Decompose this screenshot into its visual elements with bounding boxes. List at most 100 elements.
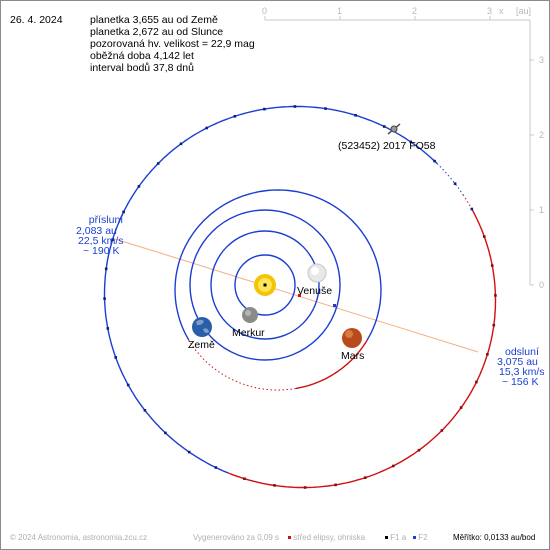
interval-mark [417,448,421,452]
interval-mark [470,207,474,211]
legend-f2: F2 [413,533,428,542]
interval-mark [205,126,208,130]
legend-f1: F1 a [385,533,406,542]
legend-center-label: střed elipsy, ohniska [293,533,366,542]
info-interval: interval bodů 37,8 dnů [90,62,194,74]
mars-label: Mars [341,350,365,362]
interval-mark [122,210,125,214]
focus-f2-marker [333,304,336,307]
interval-mark [392,464,395,468]
info-distance-earth: planetka 3,655 au od Země [90,14,218,26]
interval-mark [273,484,276,487]
interval-mark [409,140,413,144]
interval-mark [475,380,478,384]
info-distance-sun: planetka 2,672 au od Slunce [90,26,224,38]
info-magnitude: pozorovaná hv. velikost = 22,9 mag [90,38,255,50]
mars-orbit-lower [295,339,368,390]
aphelion-speed: 15,3 km/s [499,366,545,378]
x-tick-label-0: 0 [262,6,268,16]
interval-mark [106,327,110,330]
interval-mark [243,477,246,480]
interval-mark [354,114,357,117]
aphelion-distance: 3,075 au [497,356,538,368]
interval-mark [324,107,327,110]
date-label: 26. 4. 2024 [10,14,63,26]
venus-label: Venuše [297,285,333,297]
mercury-icon [242,307,258,323]
legend-f1-label: F1 a [390,533,407,542]
interval-mark [486,353,489,356]
interval-mark [382,125,386,128]
perihelion-speed: 22,5 km/s [78,235,124,247]
legend-center: střed elipsy, ohniska [288,533,365,542]
earth-icon [192,317,212,337]
y-tick-label-0: 0 [539,280,545,290]
mars-icon [342,328,362,348]
x-tick-label-3: 3 [487,6,493,16]
interval-mark [114,356,117,359]
aphelion-title: odsluní [505,346,539,358]
interval-mark [363,476,367,479]
earth-label: Země [188,339,215,351]
interval-mark [137,185,141,188]
venus-icon [307,263,327,283]
interval-mark [111,238,114,241]
perihelion-title: přísluní [88,214,124,226]
venus-orbit [210,230,320,340]
interval-mark [440,429,444,432]
legend-f1-marker [385,536,388,540]
interval-marks [103,105,497,489]
interval-mark [483,235,486,238]
interval-mark [179,142,183,146]
interval-mark [453,182,457,185]
interval-mark [104,267,108,271]
x-tick-label-2: 2 [412,6,418,16]
interval-mark [494,294,497,297]
axes [264,16,534,286]
asteroid-orbit-upper [103,105,438,474]
interval-mark [490,264,494,267]
y-tick-label-1: 1 [539,205,545,215]
interval-mark [293,105,297,108]
mars-orbit-upper [174,189,382,341]
interval-mark [187,450,191,454]
unit-label: [au] [516,6,532,16]
sun-icon [254,274,276,296]
perihelion-temp: ~ 190 K [83,245,120,257]
asteroid-orbit-dotted-red [462,194,473,210]
interval-mark [263,107,266,111]
copyright-text: © 2024 Astronomia, astronomia.zcu.cz [10,533,148,542]
apsis-line [111,237,479,353]
x-tick-label-1: 1 [337,6,343,16]
interval-mark [459,406,463,409]
interval-mark [233,115,237,118]
mercury-orbit [234,254,296,316]
interval-mark [334,483,337,487]
interval-mark [126,383,130,387]
interval-mark [214,466,218,469]
legend-center-marker [288,536,291,540]
mars-orbit-dotted [188,339,296,391]
mercury-label: Merkur [232,327,265,339]
ellipse-center-marker [298,294,301,297]
interval-mark [143,409,147,412]
asteroid-icon [387,123,401,135]
asteroid-label: (523452) 2017 FO58 [338,140,436,152]
interval-mark [303,486,307,489]
interval-mark [156,162,160,165]
interval-mark [164,431,167,435]
y-tick-label-3: 3 [539,55,545,65]
interval-mark [433,159,436,163]
x-axis-label: x [499,6,504,16]
y-tick-label-2: 2 [539,130,545,140]
asteroid-orbit-dotted-blue [436,163,464,195]
legend-f2-marker [413,536,416,540]
aphelion-temp: ~ 156 K [502,376,539,388]
earth-orbit [189,209,341,361]
interval-mark [103,297,106,300]
legend-f2-label: F2 [418,533,428,542]
scale-text: Měřítko: 0,0133 au/bod [453,533,536,542]
info-period: oběžná doba 4,142 let [90,50,194,62]
interval-mark [492,323,496,327]
